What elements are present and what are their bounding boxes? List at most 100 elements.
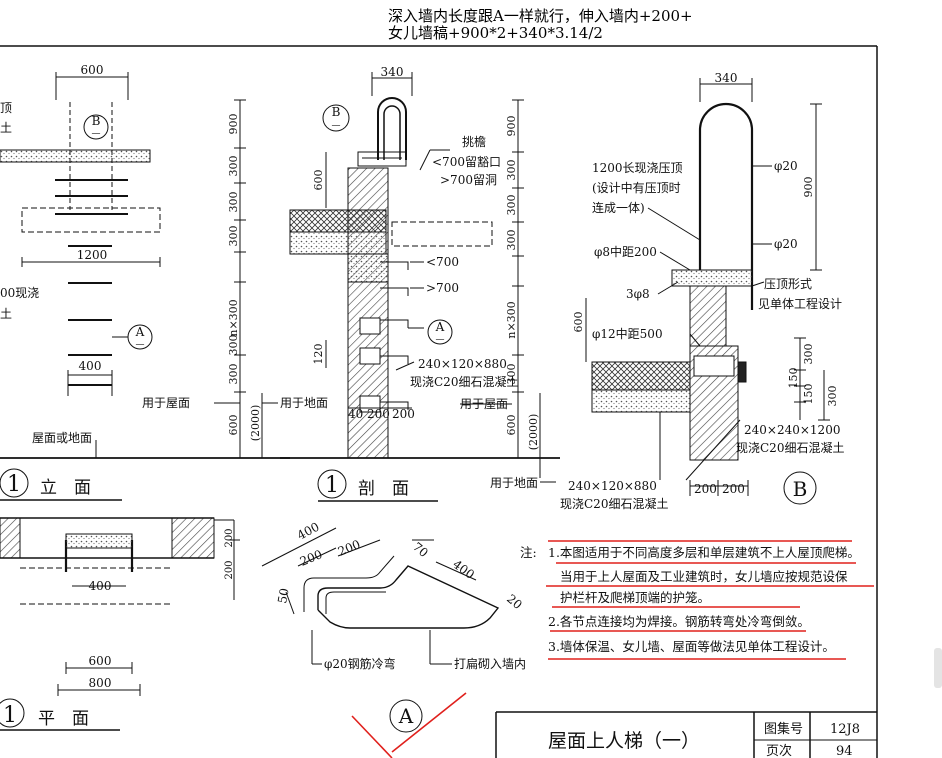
detb-block: 240×240×1200 [744, 423, 840, 437]
elev-rdim-1: 300 [227, 156, 240, 177]
plan-title: 平 面 [38, 709, 89, 729]
sect-label-concrete: 现浇C20细石混凝土 [410, 374, 518, 389]
note-3: 3.墙体保温、女儿墙、屋面等做法见单体工程设计。 [548, 639, 835, 654]
elev-title: 立 面 [40, 478, 91, 498]
note-1a: 1.本图适用于不同高度多层和单层建筑不上人屋顶爬梯。 [548, 545, 860, 560]
deta-label-bar: φ20钢筋冷弯 [324, 656, 396, 671]
sect-dim-600: 600 [312, 170, 325, 191]
plan-dim-2: 800 [89, 676, 112, 690]
sect-label-block: 240×120×880 [418, 357, 507, 371]
detb-rdim-3: 300 [826, 386, 839, 407]
annotation-line-2: 女儿墙稿+900*2+340*3.14/2 [388, 24, 603, 42]
marker-b-sect: B [332, 105, 341, 119]
scrollbar-thumb[interactable] [934, 648, 942, 688]
marker-a-elev-minus: — [136, 340, 145, 350]
sect-roof-label: 用于屋面 [460, 397, 508, 411]
deta-dim-0: 400 [295, 520, 322, 543]
detb-bdim-1: 200 [722, 482, 745, 496]
elev-ground-dim: (2000) [249, 405, 262, 442]
marker-a-sect-minus: — [436, 335, 445, 345]
sect-bdim-0: 40 [348, 407, 363, 421]
sect-ground-label: 用于地面 [490, 476, 538, 490]
elev-dim-1200: 1200 [77, 248, 108, 262]
elev-roof-label: 用于屋面 [142, 396, 190, 410]
elev-rdim-4: n×300 [227, 299, 240, 336]
elev-rdim-5: 300 [227, 335, 240, 356]
title-block-page-label: 页次 [766, 743, 792, 758]
deta-dim-3: 70 [410, 540, 431, 561]
elev-floor-label: 屋面或地面 [32, 431, 92, 445]
notes-label: 注: [520, 545, 537, 560]
detb-marker: B [793, 477, 808, 501]
elev-left-frag4: 土 [0, 307, 12, 321]
elev-left-frag1: 顶 [0, 101, 12, 115]
sect-label-lt700: <700 [426, 255, 459, 269]
sect-rdim-4: n×300 [505, 301, 518, 338]
annotation-line-1: 深入墙内长度跟A一样就行，伸入墙内+200+ [388, 7, 693, 25]
detb-phi8: φ8中距200 [594, 244, 657, 259]
detb-style2: 见单体工程设计 [758, 296, 842, 311]
sect-title: 剖 面 [358, 479, 409, 499]
elev-ground-label: 用于地面 [280, 396, 328, 410]
elev-rdim-0: 900 [227, 114, 240, 135]
sect-rdim-1: 300 [505, 160, 518, 181]
title-block-fig-label: 图集号 [764, 721, 803, 737]
marker-b-elev: B [92, 114, 101, 128]
detb-pressing2: (设计中有压顶时 [592, 180, 681, 195]
detb-bdim-0: 200 [694, 482, 717, 496]
sheet-frame [0, 45, 878, 758]
deta-dim-6: 20 [504, 592, 525, 613]
sect-rdim-6: 600 [505, 415, 518, 436]
elev-left-frag3: 00现浇 [0, 286, 39, 300]
sect-bdim-2: 200 [392, 407, 415, 421]
sect-label-700a: <700留豁口 [432, 154, 501, 169]
note-2: 2.各节点连接均为焊接。钢筋转弯处冷弯倒敛。 [548, 614, 810, 629]
elev-rdim-2: 300 [227, 192, 240, 213]
title-block [495, 711, 877, 758]
plan-side-dim-0: 200 [224, 528, 235, 547]
detb-concrete2: 现浇C20细石混凝土 [560, 496, 668, 511]
marker-b-sect-minus: — [332, 121, 341, 131]
plan-side-dim-1: 200 [224, 560, 235, 579]
detb-rdim-2: 150 [802, 384, 815, 405]
deta-dim-5: 50 [275, 587, 291, 604]
marker-b-elev-minus: — [92, 129, 101, 139]
plan-view [0, 517, 240, 731]
elev-title-num: 1 [7, 472, 21, 497]
plan-dim-0: 400 [89, 579, 112, 593]
detb-style: 压顶形式 [764, 277, 812, 291]
elev-rdim-7: 600 [227, 415, 240, 436]
elevation-view [0, 72, 290, 501]
detail-a-view [261, 527, 500, 733]
detb-phi20a: φ20 [774, 159, 798, 173]
sect-rdim-3: 300 [505, 230, 518, 251]
elev-dim-400: 400 [79, 359, 102, 373]
title-block-fig-value: 12J8 [830, 722, 860, 737]
sect-bdim-1: 200 [367, 407, 390, 421]
detb-rdim-0: 300 [802, 344, 815, 365]
marker-a-elev: A [135, 325, 145, 339]
sect-title-num: 1 [325, 473, 339, 498]
title-block-title: 屋面上人梯（一） [548, 730, 700, 752]
detb-phi12: φ12中距500 [592, 326, 663, 341]
sect-label-ladder: 挑檐 [462, 135, 486, 149]
elev-dim-600: 600 [81, 63, 104, 77]
detb-dim-900: 900 [802, 177, 815, 198]
detb-concrete: 现浇C20细石混凝土 [736, 440, 844, 455]
detb-block2: 240×120×880 [568, 479, 657, 493]
note-1c: 护栏杆及爬梯顶端的护笼。 [560, 590, 710, 605]
detb-pressing: 1200长现浇压顶 [592, 161, 683, 175]
detb-pressing3: 连成一体) [592, 200, 645, 215]
elev-rdim-3: 300 [227, 226, 240, 247]
sect-dim-120: 120 [312, 344, 325, 365]
sect-label-gt700: >700 [426, 281, 459, 295]
deta-label-embed: 打扁砌入墙内 [454, 657, 526, 671]
elev-rdim-6: 300 [227, 364, 240, 385]
sect-label-700b: >700留洞 [440, 173, 497, 187]
detb-phi20b: φ20 [774, 237, 798, 251]
detb-dim-600: 600 [572, 312, 585, 333]
sect-rdim-2: 300 [505, 195, 518, 216]
detb-3phi8: 3φ8 [626, 287, 650, 301]
elev-left-frag2: 土 [0, 121, 12, 135]
